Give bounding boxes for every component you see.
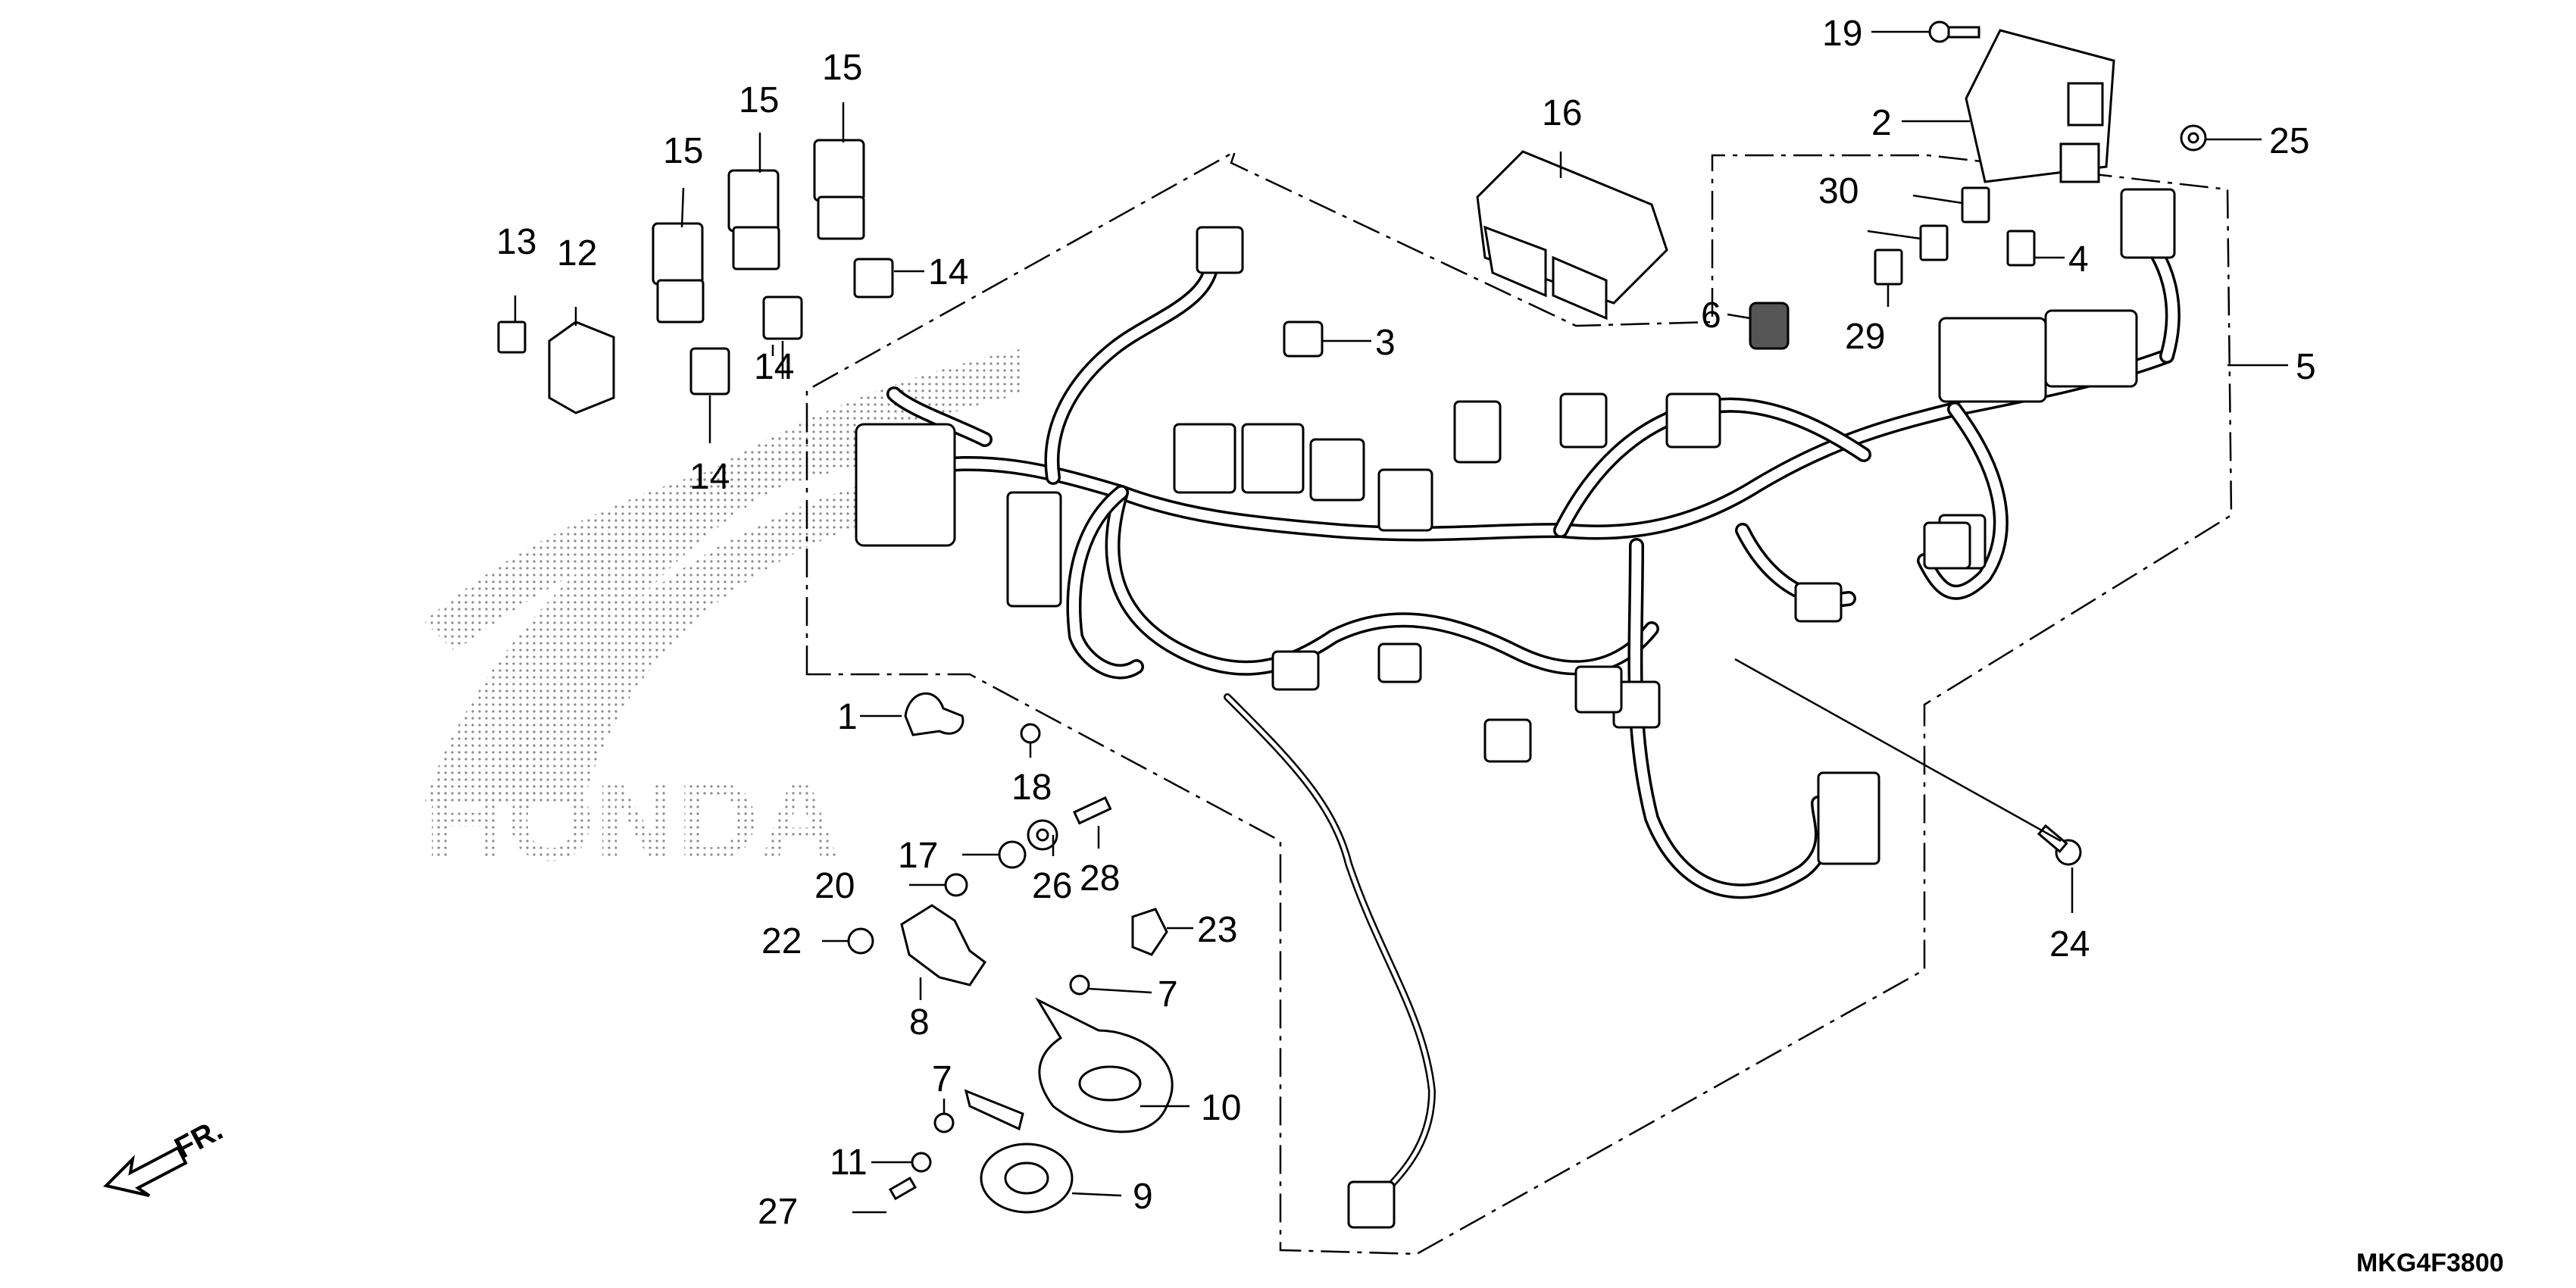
harness-boundary: [805, 149, 2233, 1255]
part-20-bolt-icon: [1928, 20, 1980, 43]
part-11-26-bolts-icon: [888, 1152, 932, 1201]
callout-17: 17: [898, 836, 938, 876]
callout-28: 29: [1845, 317, 1885, 357]
part-6-cap-icon: [1749, 302, 1790, 350]
callout-25: 24: [2049, 924, 2090, 964]
callout-20: 19: [1822, 14, 1862, 54]
part-18-screw-icon: [1020, 723, 1041, 744]
part-10-horn-icon: [1035, 997, 1174, 1133]
callout-18: 18: [1011, 767, 1052, 808]
diagram-code: MKG4F3800: [2356, 1249, 2504, 1277]
part-3-connector-icon: [1283, 320, 1324, 358]
callout-21: 22: [761, 921, 802, 961]
part-9-horn-icon: [964, 1089, 1074, 1214]
callout-8: 8: [909, 1002, 930, 1043]
callout-23: 25: [2269, 121, 2309, 161]
part-15-relays-icon: [652, 139, 865, 324]
callout-15-a: 15: [663, 131, 703, 171]
part-22-clip-icon: [1131, 908, 1168, 956]
callout-6: 6: [1701, 295, 1721, 336]
callout-15-c: 15: [822, 48, 862, 88]
callout-5: 5: [2296, 347, 2316, 387]
part-13-fuse-icon: [497, 320, 527, 354]
callout-3: 3: [1375, 323, 1396, 363]
callout-14-c: 14: [689, 457, 730, 497]
part-ecu-2-icon: [1965, 29, 2115, 183]
callout-10: 10: [1201, 1088, 1241, 1128]
callout-22: 23: [1197, 910, 1237, 950]
callout-19: 20: [814, 866, 855, 906]
part-17-24-27-fasteners-icon: [998, 796, 1112, 869]
part-14-relays-icon: [689, 258, 894, 395]
callout-9: 9: [1133, 1177, 1153, 1217]
callout-12: 12: [557, 233, 597, 274]
part-23-nut-icon: [2180, 124, 2207, 152]
wire-harness: [886, 220, 2181, 1193]
callout-16: 16: [1542, 93, 1582, 133]
callout-27: 28: [1080, 858, 1120, 899]
callout-7-a: 7: [1158, 974, 1178, 1014]
leader-lines: [514, 30, 2288, 1214]
callout-14-a: 14: [928, 252, 968, 292]
callout-29: 30: [1818, 171, 1859, 211]
callout-2: 2: [1871, 103, 1892, 143]
callout-14-b: 14: [754, 347, 794, 387]
part-12-relay-icon: [548, 320, 615, 414]
part-8-sensor-icon: [900, 904, 987, 986]
honda-watermark-text: HONDA: [424, 757, 841, 884]
callout-1: 1: [837, 697, 858, 737]
front-direction-arrow-icon: FR.: [103, 1113, 228, 1197]
part-16-module-icon: [1476, 150, 1668, 320]
callout-13: 13: [496, 222, 536, 262]
part-1-clamp-icon: [904, 692, 964, 736]
callout-11: 11: [830, 1143, 868, 1183]
callout-4: 4: [2068, 239, 2089, 280]
callout-15-b: 15: [739, 80, 779, 120]
callout-labels: 19 2 25 3 4 5 6 29 30 16 12 13 14 14 14 …: [496, 14, 2316, 1232]
honda-watermark-icon: HONDA: [424, 349, 1023, 884]
part-4-28-29-30-fuses-icon: [1874, 186, 2036, 286]
callout-24: 26: [1032, 866, 1072, 906]
callout-7-b: 7: [932, 1059, 952, 1099]
harness-connectors: [855, 188, 2176, 1229]
callout-26: 27: [758, 1192, 798, 1232]
